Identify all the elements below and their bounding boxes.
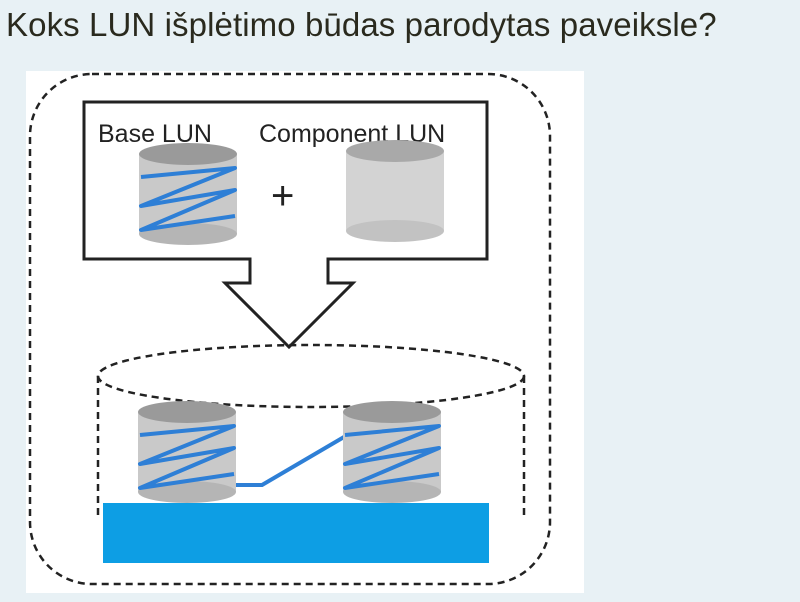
question-text: Koks LUN išplėtimo būdas parodytas pavei… xyxy=(6,6,717,43)
lun-expansion-diagram: Base LUN Component LUN + xyxy=(26,71,584,593)
pool-cylinder-top xyxy=(96,343,526,409)
pool-disk-left-icon xyxy=(136,399,238,505)
plus-operator: + xyxy=(271,174,294,218)
component-lun-disk-icon xyxy=(346,140,444,242)
base-lun-disk-icon xyxy=(137,141,239,247)
pool-disk-right-icon xyxy=(341,399,443,505)
diagram-canvas: Base LUN Component LUN + xyxy=(28,72,552,586)
storage-pool-bar xyxy=(103,503,489,563)
striping-connection-line xyxy=(233,435,346,487)
outer-dashed-frame xyxy=(28,72,552,586)
